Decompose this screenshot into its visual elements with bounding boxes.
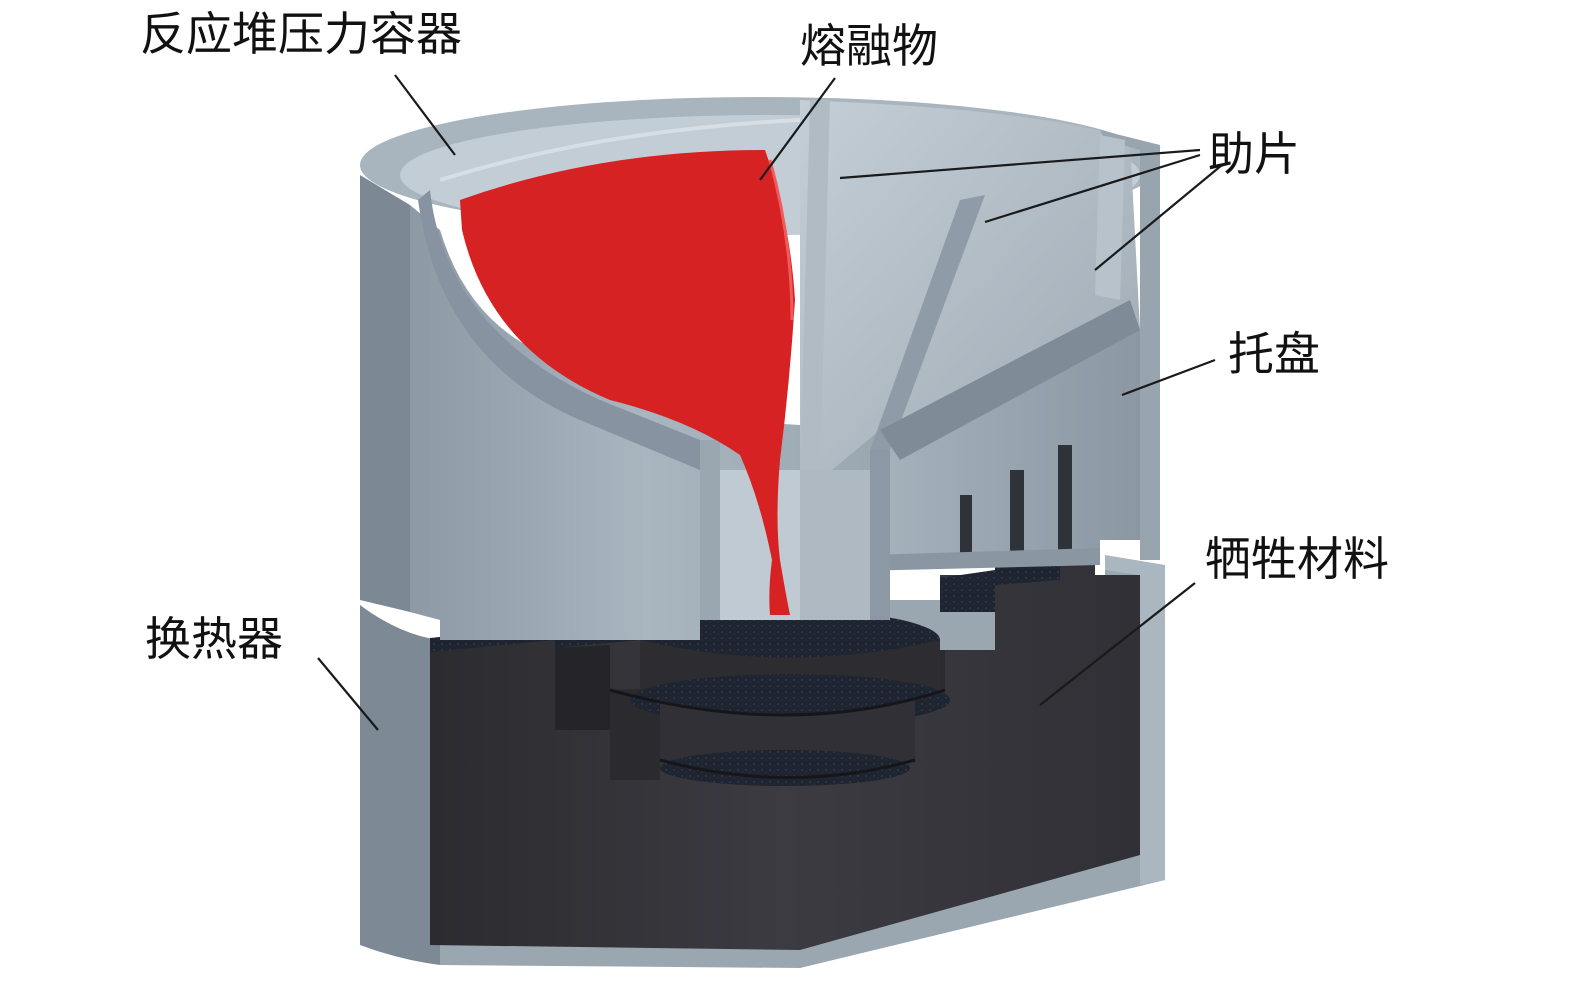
leader-rib-3: [1094, 164, 1223, 271]
label-ribs: 助片: [1208, 127, 1300, 181]
label-tray: 托盘: [1228, 327, 1320, 381]
diagram-labels: 反应堆压力容器 熔融物 助片 托盘 牺牲材料 换热器: [140, 7, 1389, 666]
leader-reactor-pressure-vessel: [394, 74, 456, 156]
leader-tray: [1121, 358, 1216, 397]
label-heat-exchanger: 换热器: [145, 612, 283, 666]
tray-structure: [700, 330, 1140, 575]
leader-rib-1: [839, 148, 1201, 180]
leader-sacrificial-material: [1039, 582, 1196, 706]
leader-rib-2: [984, 153, 1201, 224]
label-melt: 熔融物: [800, 19, 938, 73]
melt: [460, 150, 795, 615]
leader-lines: [317, 74, 1223, 731]
label-sacrificial-material: 牺牲材料: [1205, 532, 1389, 586]
leader-melt: [759, 77, 836, 181]
sacrificial-material-block: [430, 558, 1140, 950]
leader-heat-exchanger: [317, 657, 379, 731]
label-reactor-pressure-vessel: 反应堆压力容器: [140, 7, 462, 61]
